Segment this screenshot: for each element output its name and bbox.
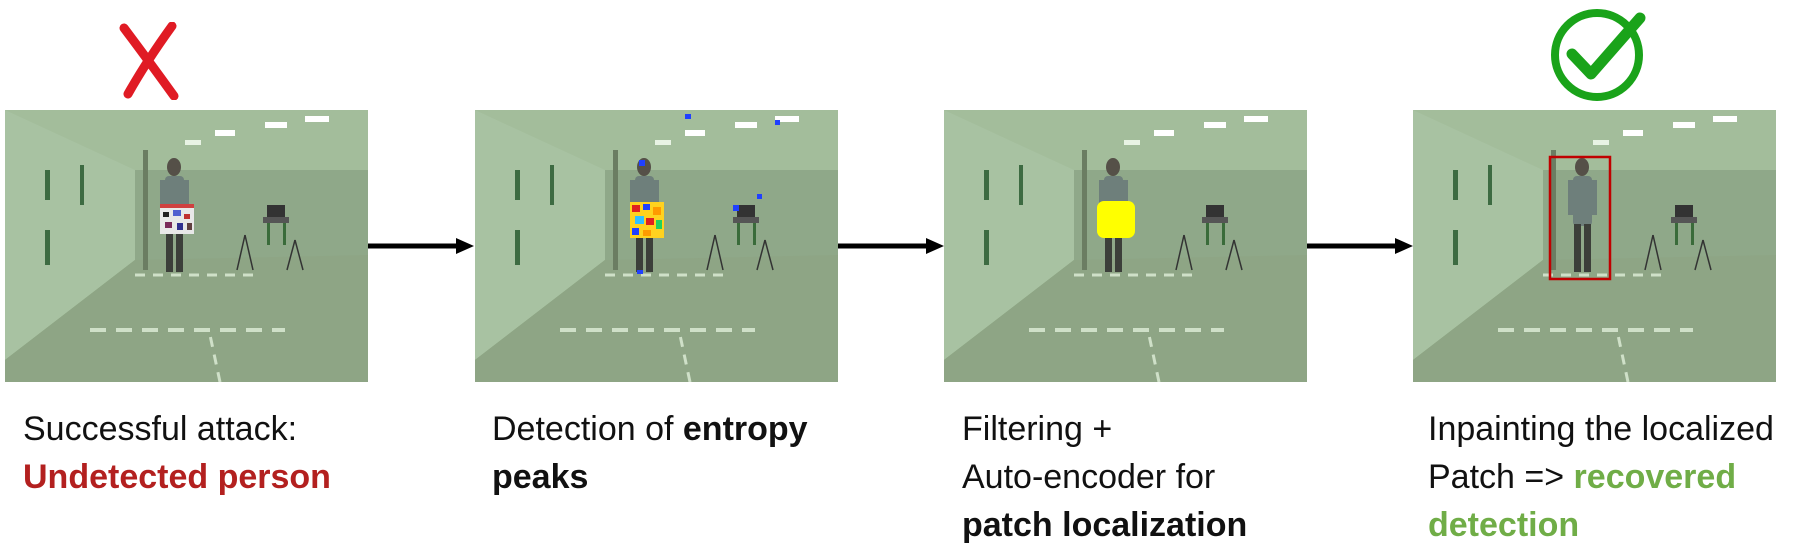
check-circle-icon bbox=[1548, 6, 1646, 109]
adversarial-patch bbox=[160, 204, 194, 234]
arrow-1 bbox=[368, 236, 476, 256]
caption-bold: entropy bbox=[682, 410, 808, 448]
caption-highlight: recovered bbox=[1573, 458, 1737, 496]
localization-mask bbox=[1097, 201, 1135, 238]
caption-text: Patch => bbox=[1428, 458, 1574, 496]
frame-recovered-detection bbox=[1413, 110, 1776, 382]
frame-successful-attack bbox=[5, 110, 368, 382]
detection-bounding-box bbox=[1548, 155, 1612, 281]
caption-step-1: Successful attack: Undetected person bbox=[23, 405, 331, 501]
caption-step-3: Filtering + Auto-encoder for patch local… bbox=[962, 405, 1247, 549]
frame-entropy-peaks bbox=[475, 110, 838, 382]
arrow-2 bbox=[838, 236, 946, 256]
caption-highlight: Undetected person bbox=[23, 458, 331, 496]
caption-text: Detection of bbox=[492, 410, 683, 448]
caption-highlight: detection bbox=[1428, 506, 1580, 544]
caption-bold: patch localization bbox=[962, 506, 1248, 544]
entropy-heatmap bbox=[630, 114, 780, 274]
caption-text: Successful attack: bbox=[23, 410, 298, 448]
caption-bold: peaks bbox=[492, 458, 589, 496]
caption-step-2: Detection of entropy peaks bbox=[492, 405, 808, 501]
cross-icon bbox=[118, 21, 180, 105]
caption-step-4: Inpainting the localized Patch => recove… bbox=[1428, 405, 1774, 549]
arrow-3 bbox=[1307, 236, 1415, 256]
frame-patch-localization bbox=[944, 110, 1307, 382]
caption-text: Auto-encoder for bbox=[962, 458, 1216, 496]
caption-text: Inpainting the localized bbox=[1428, 410, 1774, 448]
caption-text: Filtering + bbox=[962, 410, 1113, 448]
